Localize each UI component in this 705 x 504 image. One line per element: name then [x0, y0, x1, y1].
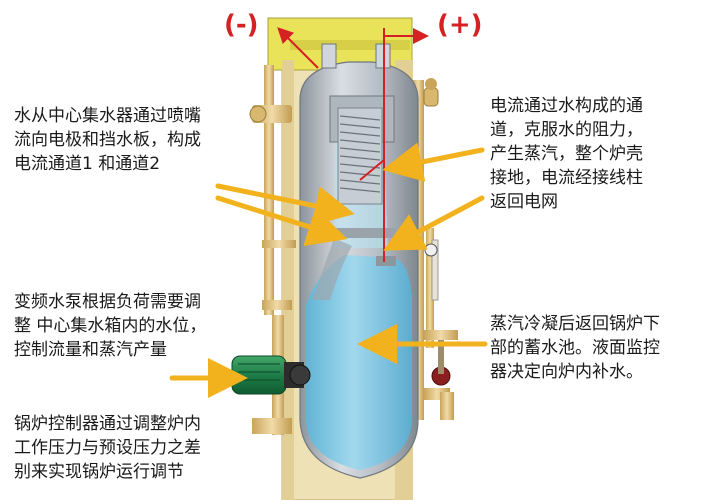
valve-icon [431, 340, 451, 386]
positive-terminal-label: (+) [437, 10, 483, 40]
gauge-icon [424, 243, 438, 257]
electrode-coil [339, 115, 381, 193]
annotation-arrows [169, 142, 488, 398]
annotation-current-path: 电流通过水构成的通 道，克服水的阻力， 产生蒸汽，整个炉壳 接地，电流经接线柱 … [490, 96, 643, 212]
annotation-nozzle: 水从中心集水器通过喷嘴 流向电极和挡水板，构成 电流通道1 和通道2 [14, 106, 201, 174]
annotation-condensate: 蒸汽冷凝后返回锅炉下 部的蓄水池。液面监控 器决定向炉内补水。 [490, 314, 660, 382]
negative-terminal-label: (-) [224, 10, 259, 40]
annotation-controller: 锅炉控制器通过调整炉内 工作压力与预设压力之差 别来实现锅炉运行调节 [14, 414, 201, 482]
annotation-pump: 变频水泵根据负荷需要调 整 中心集水箱内的水位， 控制流量和蒸汽产量 [14, 292, 207, 360]
